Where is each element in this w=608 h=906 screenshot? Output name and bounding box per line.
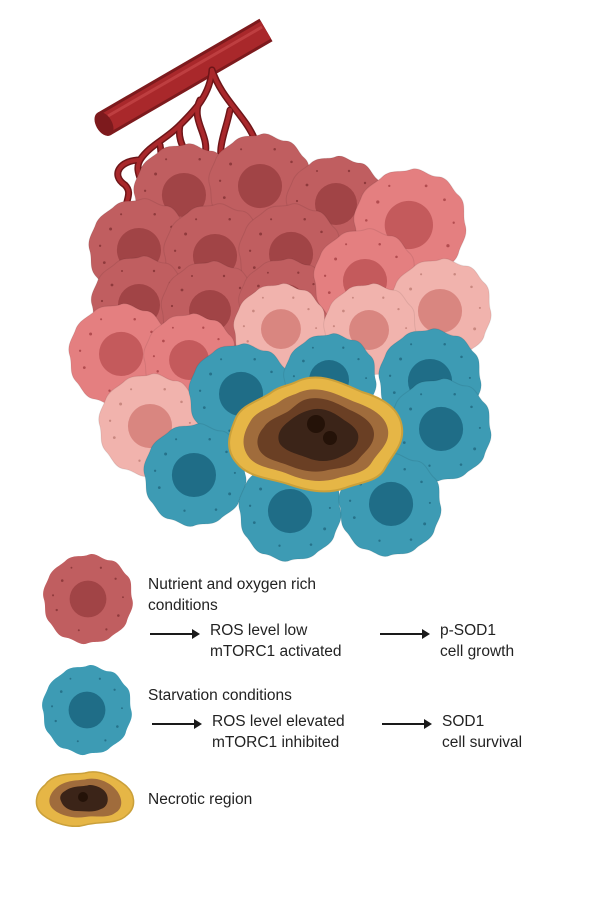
legend-rich-title-line2: conditions: [148, 597, 218, 614]
legend-starvation-outcome-line1: SOD1: [442, 713, 485, 730]
pink-cell: [233, 283, 327, 378]
legend-rich-ros-line2: mTORC1 activated: [210, 643, 342, 660]
red-cell: [133, 143, 237, 247]
legend-rich-ros-line1: ROS level low: [210, 622, 308, 639]
red-cell: [208, 133, 312, 237]
legend-rich-title-line1: Nutrient and oxygen rich: [148, 576, 317, 593]
pink-cell: [388, 258, 492, 362]
legend-necrotic-title: Necrotic region: [148, 791, 253, 808]
legend-starvation-title: Starvation conditions: [148, 687, 292, 704]
arrow-starvation-to-ros: [152, 719, 202, 729]
blue-cell: [388, 378, 492, 482]
legend-starvation-ros-line1: ROS level elevated: [212, 713, 345, 730]
legend-starvation-ros-line2: mTORC1 inhibited: [212, 734, 340, 751]
legend-starvation-outcome-line2: cell survival: [442, 734, 523, 751]
blue-cell: [238, 458, 342, 562]
legend-necrotic-icon: [35, 771, 135, 827]
legend-blue-cell-icon: [42, 664, 132, 756]
legend-red-cell-icon: [43, 553, 133, 645]
necrotic-core: [228, 376, 404, 493]
blue-cell: [338, 453, 442, 557]
legend-rich-outcome-line2: cell growth: [440, 643, 515, 660]
arrow-starvation-to-outcome: [382, 719, 432, 729]
tumor-cell-mass: [68, 133, 492, 562]
blue-cell: [143, 423, 247, 527]
arrow-rich-to-outcome: [380, 629, 430, 639]
pink-cell: [323, 283, 417, 378]
red-cell: [285, 155, 385, 255]
red-cell: [353, 168, 467, 282]
red-cell: [68, 303, 172, 407]
legend-rich-outcome-line1: p-SOD1: [440, 622, 496, 639]
arrow-rich-to-ros: [150, 629, 200, 639]
